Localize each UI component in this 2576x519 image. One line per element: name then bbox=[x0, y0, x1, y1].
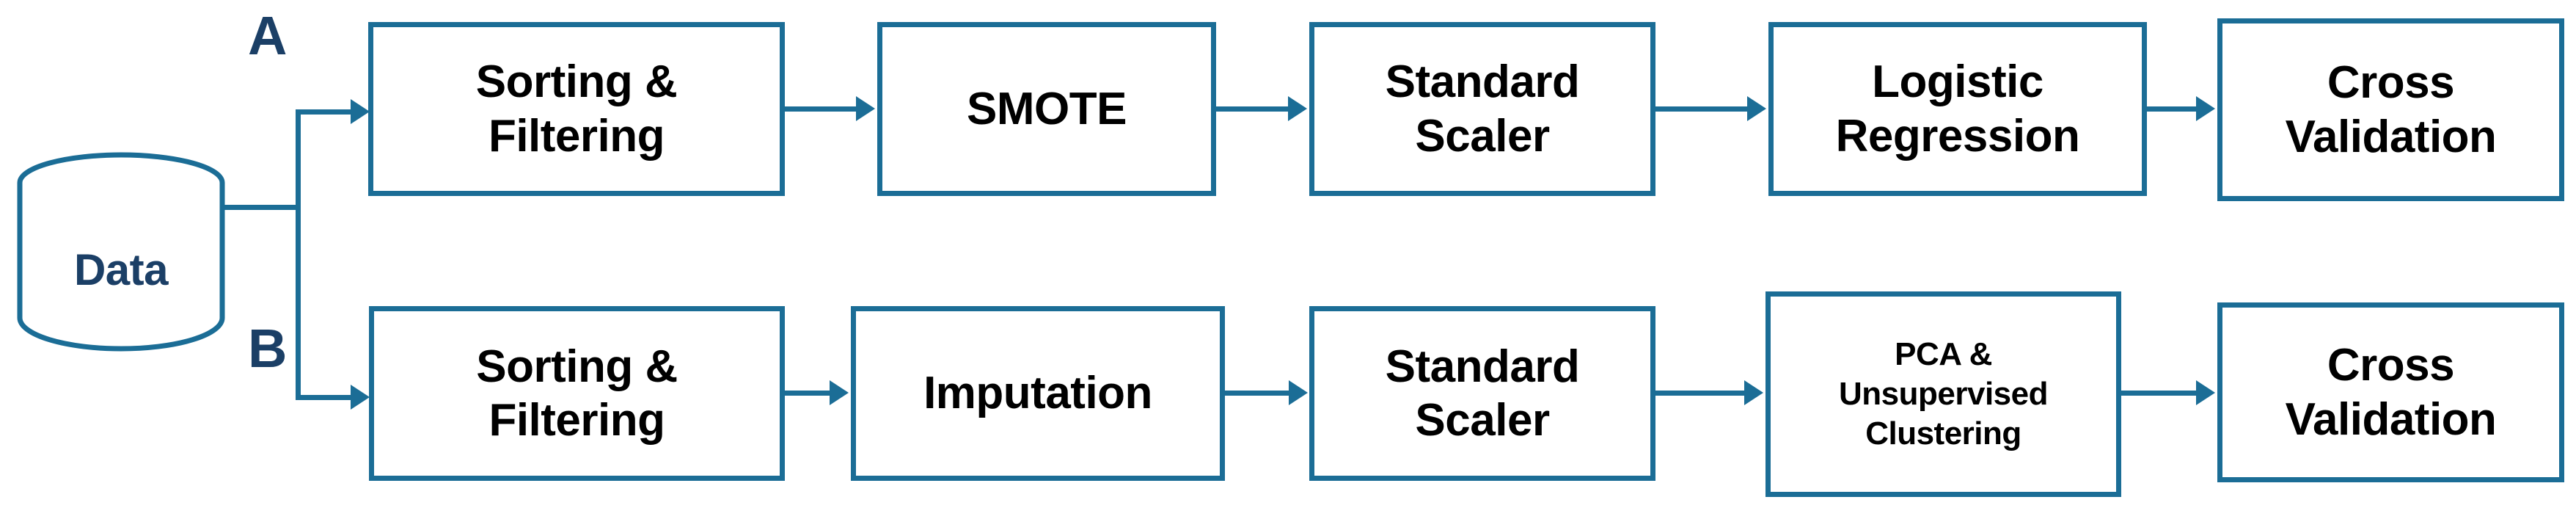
node-b-cross-validation-label: Cross Validation bbox=[2285, 340, 2497, 445]
connector-b4-b5 bbox=[2121, 391, 2198, 396]
connector-b2-b3 bbox=[1225, 391, 1291, 396]
node-a-logistic-regression[interactable]: Logistic Regression bbox=[1768, 22, 2147, 196]
node-b-pca-unsupervised-clustering[interactable]: PCA & Unsupervised Clustering bbox=[1765, 291, 2121, 497]
arrowhead-b1-b2 bbox=[830, 380, 849, 405]
node-b-standard-scaler-label: Standard Scaler bbox=[1385, 341, 1580, 446]
node-a-smote-label: SMOTE bbox=[967, 83, 1127, 134]
arrowhead-b2-b3 bbox=[1289, 380, 1308, 405]
data-store-cylinder: Data bbox=[15, 150, 227, 355]
data-store-label: Data bbox=[73, 244, 169, 294]
node-a-cross-validation[interactable]: Cross Validation bbox=[2217, 18, 2564, 201]
node-b-imputation[interactable]: Imputation bbox=[851, 306, 1225, 481]
arrowhead-branch-b-lead bbox=[351, 385, 370, 410]
node-b-sorting-filtering[interactable]: Sorting & Filtering bbox=[369, 306, 785, 481]
connector-datastore-stem bbox=[224, 205, 301, 210]
node-a-standard-scaler[interactable]: Standard Scaler bbox=[1309, 22, 1655, 196]
node-a-sorting-filtering[interactable]: Sorting & Filtering bbox=[368, 22, 785, 196]
branch-label-b: B bbox=[248, 318, 288, 379]
node-a-standard-scaler-label: Standard Scaler bbox=[1385, 57, 1580, 161]
connector-a4-a5 bbox=[2147, 106, 2198, 112]
node-a-cross-validation-label: Cross Validation bbox=[2285, 57, 2497, 162]
arrowhead-a2-a3 bbox=[1288, 96, 1307, 121]
connector-a3-a4 bbox=[1655, 106, 1749, 112]
arrowhead-branch-a-lead bbox=[351, 99, 370, 124]
arrowhead-a1-a2 bbox=[856, 96, 875, 121]
connector-branch-splitter bbox=[296, 109, 301, 400]
node-a-sorting-filtering-label: Sorting & Filtering bbox=[475, 57, 678, 161]
connector-b1-b2 bbox=[785, 391, 832, 396]
node-a-smote[interactable]: SMOTE bbox=[877, 22, 1216, 196]
node-b-imputation-label: Imputation bbox=[923, 368, 1152, 419]
arrowhead-a3-a4 bbox=[1747, 96, 1766, 121]
branch-label-a: A bbox=[248, 5, 288, 66]
connector-a1-a2 bbox=[785, 106, 858, 112]
node-b-standard-scaler[interactable]: Standard Scaler bbox=[1309, 306, 1655, 481]
connector-branch-a-lead bbox=[296, 109, 353, 115]
node-b-cross-validation[interactable]: Cross Validation bbox=[2217, 302, 2564, 482]
node-b-pca-unsupervised-clustering-label: PCA & Unsupervised Clustering bbox=[1839, 336, 2048, 451]
node-a-logistic-regression-label: Logistic Regression bbox=[1835, 57, 2080, 161]
node-b-sorting-filtering-label: Sorting & Filtering bbox=[476, 341, 678, 446]
connector-a2-a3 bbox=[1216, 106, 1290, 112]
arrowhead-a4-a5 bbox=[2196, 96, 2215, 121]
arrowhead-b4-b5 bbox=[2196, 380, 2215, 405]
arrowhead-b3-b4 bbox=[1744, 380, 1763, 405]
connector-branch-b-lead bbox=[296, 395, 353, 400]
connector-b3-b4 bbox=[1655, 391, 1746, 396]
cylinder-shape bbox=[17, 152, 225, 352]
